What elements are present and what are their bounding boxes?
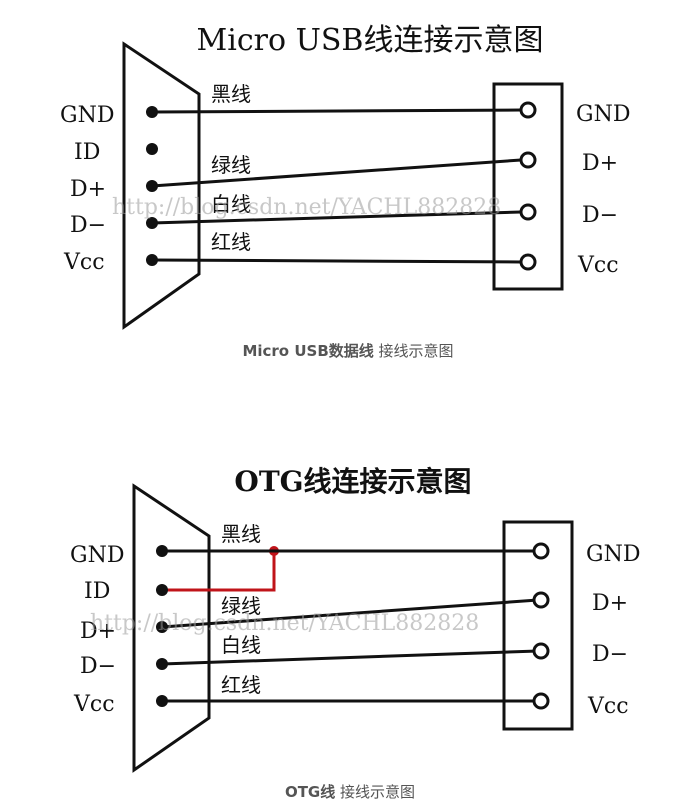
diagram-2-left-dot	[156, 658, 168, 670]
diagram-2-left-pin-id: ID	[84, 579, 110, 604]
diagram-1-title: Micro USB线连接示意图	[197, 23, 544, 58]
diagram-2-right-pin-vcc: Vcc	[587, 694, 629, 719]
diagram-2-wire-label-red: 红线	[221, 673, 261, 697]
diagram-2-title: OTG线连接示意图	[234, 465, 471, 498]
diagram-1-wire-black	[151, 108, 522, 114]
diagram-1-left-pin-gnd: GND	[60, 103, 114, 128]
diagram-1-wire-red	[151, 258, 522, 264]
diagram-1-right-terminal	[519, 101, 537, 119]
diagram-1-left-connector	[122, 41, 201, 330]
diagram-2-right-terminal	[532, 591, 550, 609]
diagram-2-id-jumper-wire	[162, 551, 276, 592]
diagram-1-right-terminal	[519, 253, 537, 271]
diagram-1-caption-rest: 接线示意图	[374, 342, 454, 360]
diagram-2-right-pin-dminus: D−	[592, 642, 628, 667]
diagram-2-wire-green	[161, 598, 539, 629]
diagram-2-left-dot	[156, 695, 168, 707]
diagram-2-left-connector	[132, 483, 211, 773]
diagram-1-left-pin-dplus: D+	[70, 177, 106, 202]
diagram-1-wire-label-white: 白线	[211, 192, 251, 216]
diagram-1-left-pin-vcc: Vcc	[63, 250, 105, 275]
diagram-1-right-pin-dplus: D+	[582, 151, 618, 176]
diagram-2-caption: OTG线 接线示意图	[285, 783, 415, 801]
diagram-2-right-pin-dplus: D+	[592, 591, 628, 616]
diagram-2-left-pin-gnd: GND	[70, 543, 124, 568]
diagram-1-left-pin-id: ID	[74, 140, 100, 165]
diagram-2-right-connector	[502, 520, 574, 731]
diagram-2-wire-white	[161, 649, 539, 666]
diagram-2-caption-rest: 接线示意图	[335, 783, 415, 801]
diagram-2-right-terminal	[532, 692, 550, 710]
diagram-1-right-pin-gnd: GND	[576, 102, 630, 127]
diagram-2-right-pin-gnd: GND	[586, 542, 640, 567]
diagram-2-left-dot	[156, 584, 168, 596]
diagram-1-left-pin-dminus: D−	[70, 213, 106, 238]
diagram-2-right-terminal	[532, 542, 550, 560]
diagram-2-left-dot	[156, 621, 168, 633]
diagram-2-wire-label-black: 黑线	[221, 522, 261, 546]
watermark-1: http://blog.csdn.net/YACHL882828	[112, 195, 501, 220]
diagram-2-left-pin-dplus: D+	[80, 619, 116, 644]
diagram-2-left-pin-vcc: Vcc	[73, 692, 115, 717]
otg-diagram: OTG线连接示意图 GND ID D+ D− Vcc 黑线 绿线 白线 红线	[70, 465, 640, 801]
diagram-2-wire-label-white: 白线	[221, 633, 261, 657]
diagram-1-right-connector	[492, 82, 564, 291]
diagram-1-right-terminal	[519, 151, 537, 169]
diagram-1-wire-green	[151, 158, 522, 188]
diagram-1-wire-white	[151, 210, 522, 225]
diagram-2-caption-bold: OTG线	[285, 783, 335, 801]
diagram-1-wire-label-red: 红线	[211, 230, 251, 254]
diagram-1-caption: Micro USB数据线 接线示意图	[242, 342, 453, 360]
watermark-2: http://blog.csdn.net/YACHL882828	[90, 611, 479, 636]
diagram-1-right-pin-vcc: Vcc	[577, 253, 619, 278]
diagram-2-wire-label-green: 绿线	[221, 594, 261, 618]
diagram-2-left-dot	[156, 545, 168, 557]
diagram-1-caption-bold: Micro USB数据线	[242, 342, 373, 360]
diagram-1-right-terminal	[519, 203, 537, 221]
diagram-1-wire-label-green: 绿线	[211, 153, 251, 177]
diagram-2-left-pin-dminus: D−	[80, 654, 116, 679]
diagram-1-left-dot	[146, 143, 158, 155]
micro-usb-diagram: Micro USB线连接示意图 GND ID D+ D− Vcc 黑线 绿线 白…	[60, 23, 630, 360]
diagram-1-wire-label-black: 黑线	[211, 82, 251, 106]
diagram-1-right-pin-dminus: D−	[582, 203, 618, 228]
diagram-2-right-terminal	[532, 642, 550, 660]
